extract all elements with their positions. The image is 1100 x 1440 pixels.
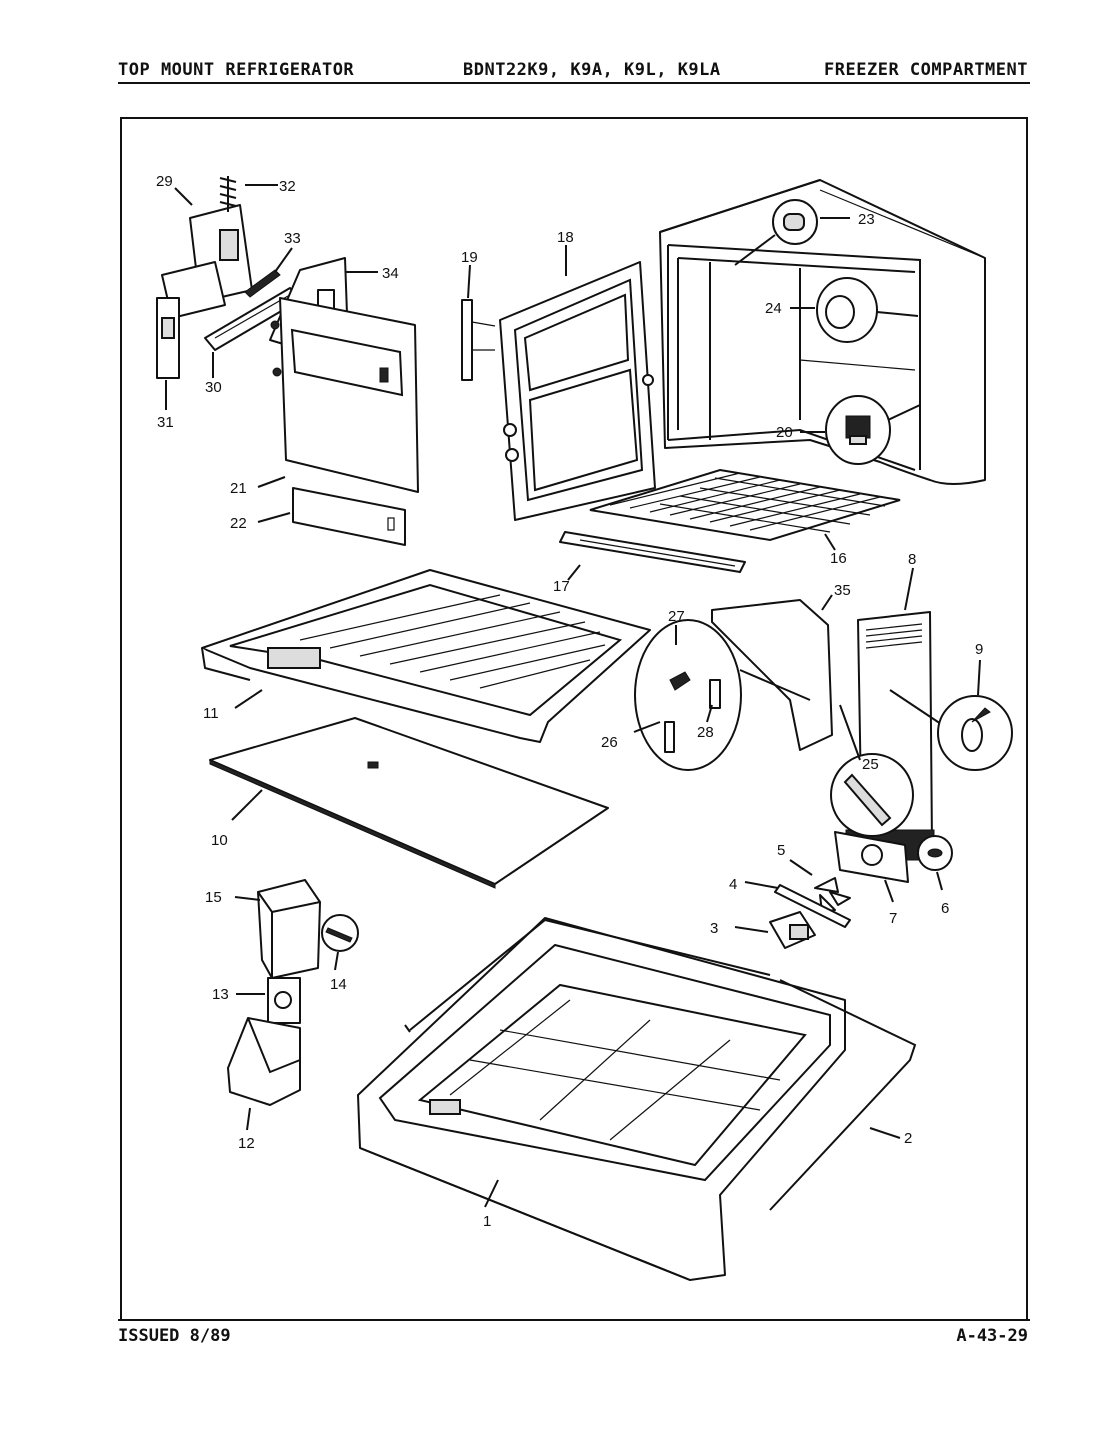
callout-18: 18 — [557, 229, 574, 246]
door-liner-18 — [499, 261, 656, 521]
callout-8: 8 — [908, 551, 916, 568]
damper-9 — [937, 695, 1013, 771]
callout-7: 7 — [889, 910, 897, 927]
fan-motor-3 — [769, 911, 816, 949]
callout-30: 30 — [205, 379, 222, 396]
sensor-25 — [830, 704, 914, 837]
callout-22: 22 — [230, 515, 247, 532]
callout-14: 14 — [330, 976, 347, 993]
callout-19: 19 — [461, 249, 478, 266]
callout-31: 31 — [157, 414, 174, 431]
leader-lines — [165, 184, 981, 1208]
callout-12: 12 — [238, 1135, 255, 1152]
header-model-numbers: BDNT22K9, K9A, K9L, K9LA — [463, 60, 721, 80]
wire-shelf-16 — [589, 468, 901, 542]
thermostat-20 — [825, 395, 921, 465]
callout-29: 29 — [156, 173, 173, 190]
motor-mount-7 — [834, 831, 909, 883]
footer-page-code: A-43-29 — [956, 1326, 1028, 1346]
callout-34: 34 — [382, 265, 399, 282]
callout-11: 11 — [203, 705, 219, 722]
insulation-sheet-10 — [209, 717, 609, 889]
hinge-19 — [461, 299, 496, 381]
shelf-rail-17 — [559, 531, 746, 573]
motor-bracket-4 — [774, 884, 851, 928]
callout-23: 23 — [858, 211, 875, 228]
callout-32: 32 — [279, 178, 296, 195]
callout-24: 24 — [765, 300, 782, 317]
header-rule — [118, 82, 1030, 84]
freezer-cabinet — [659, 179, 986, 485]
callout-15: 15 — [205, 889, 222, 906]
callout-13: 13 — [212, 986, 229, 1003]
spring-32 — [219, 176, 237, 212]
header-model-type: TOP MOUNT REFRIGERATOR — [118, 60, 355, 80]
callout-21: 21 — [230, 480, 247, 497]
evaporator-cover-11 — [201, 569, 651, 743]
grommet-6 — [917, 835, 953, 871]
ice-bucket-housing-15 — [257, 879, 321, 979]
callout-28: 28 — [697, 724, 714, 741]
callout-6: 6 — [941, 900, 949, 917]
fastener-detail-26-28 — [634, 619, 811, 771]
freezer-floor-1 — [357, 917, 846, 1281]
callout-35: 35 — [834, 582, 851, 599]
air-duct-35 — [711, 599, 833, 751]
label-22 — [292, 487, 406, 546]
rod-33 — [244, 269, 281, 298]
header-section-title: FREEZER COMPARTMENT — [824, 60, 1028, 80]
light-bulb-23 — [734, 199, 818, 266]
diagram-frame — [120, 117, 1028, 1319]
callout-33: 33 — [284, 230, 301, 247]
control-panel-21 — [270, 297, 419, 493]
callout-26: 26 — [601, 734, 618, 751]
callout-10: 10 — [211, 832, 228, 849]
callout-2: 2 — [904, 1130, 912, 1147]
callout-5: 5 — [777, 842, 785, 859]
callout-4: 4 — [729, 876, 737, 893]
callout-20: 20 — [776, 424, 793, 441]
footer-issued-date: ISSUED 8/89 — [118, 1326, 231, 1346]
footer-rule — [118, 1319, 1030, 1321]
bracket-31 — [156, 297, 180, 379]
callout-1: 1 — [483, 1213, 491, 1230]
callout-16: 16 — [830, 550, 847, 567]
spring-14 — [321, 914, 359, 952]
ice-bucket-12 — [227, 1017, 301, 1106]
callout-25: 25 — [862, 756, 879, 773]
callout-9: 9 — [975, 641, 983, 658]
light-socket-24 — [816, 277, 919, 343]
bracket-13 — [267, 977, 301, 1024]
trim-strip-2 — [404, 918, 917, 1211]
callout-17: 17 — [553, 578, 570, 595]
callout-3: 3 — [710, 920, 718, 937]
callout-27: 27 — [668, 608, 685, 625]
